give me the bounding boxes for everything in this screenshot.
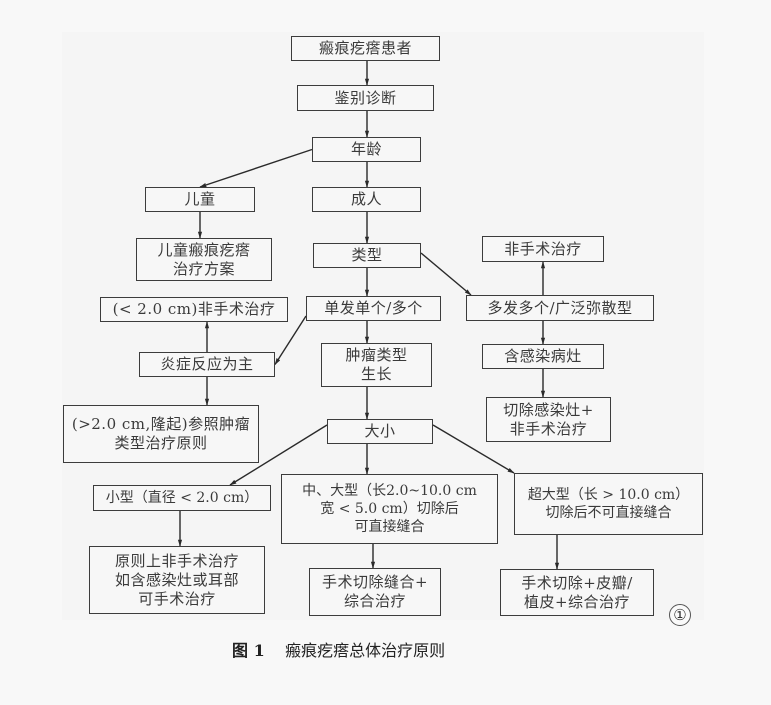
node-child: 儿童: [145, 187, 255, 212]
figure-caption: 图 1 瘢痕疙瘩总体治疗原则: [232, 637, 445, 661]
edge-age-to-child: [199, 148, 313, 188]
node-extra-large-size: 超大型（长 > 10.0 cm） 切除后不可直接缝合: [514, 473, 703, 535]
edge-single-multiple-to-inflammation: [274, 315, 307, 366]
figure-caption-label: 图 1: [232, 641, 265, 660]
node-nonsurgical-treatment: 非手术治疗: [482, 236, 604, 262]
node-adult: 成人: [312, 187, 421, 212]
node-single-or-multiple: 单发单个/多个: [306, 296, 441, 321]
node-medium-large-size: 中、大型（长2.0~10.0 cm 宽 < 5.0 cm）切除后 可直接缝合: [281, 474, 498, 544]
node-type: 类型: [313, 243, 421, 268]
node-excise-infection-plus-nonsurgical: 切除感染灶+ 非手术治疗: [486, 397, 611, 442]
node-inflammation-dominant: 炎症反应为主: [139, 352, 275, 377]
node-small-size: 小型（直径 < 2.0 cm）: [93, 485, 271, 511]
panel-number-badge: ①: [669, 604, 691, 626]
node-infected-lesion: 含感染病灶: [482, 344, 604, 369]
edge-type-to-multiple-diffuse: [420, 252, 472, 296]
node-age: 年龄: [312, 137, 421, 162]
node-child-treatment-plan: 儿童瘢痕疙瘩 治疗方案: [136, 238, 272, 281]
node-raised-over-2cm-tumor-principle: (>2.0 cm,隆起)参照肿瘤 类型治疗原则: [63, 405, 259, 463]
node-nonsurgical-under-2cm: (< 2.0 cm)非手术治疗: [100, 297, 288, 322]
node-tumor-type-growth: 肿瘤类型 生长: [321, 343, 432, 387]
node-multiple-diffuse: 多发多个/广泛弥散型: [466, 295, 654, 321]
node-keloid-patient: 瘢痕疙瘩患者: [291, 36, 440, 61]
node-size: 大小: [327, 419, 433, 444]
node-differential-diagnosis: 鉴别诊断: [297, 85, 434, 111]
node-medium-treatment: 手术切除缝合+ 综合治疗: [309, 568, 441, 616]
edge-size-to-size-xlarge: [432, 424, 515, 474]
node-small-treatment: 原则上非手术治疗 如含感染灶或耳部 可手术治疗: [89, 546, 265, 614]
figure-caption-title: 瘢痕疙瘩总体治疗原则: [285, 641, 446, 660]
edge-size-to-size-small: [229, 424, 328, 486]
node-xlarge-treatment: 手术切除+皮瓣/ 植皮+综合治疗: [500, 569, 654, 616]
